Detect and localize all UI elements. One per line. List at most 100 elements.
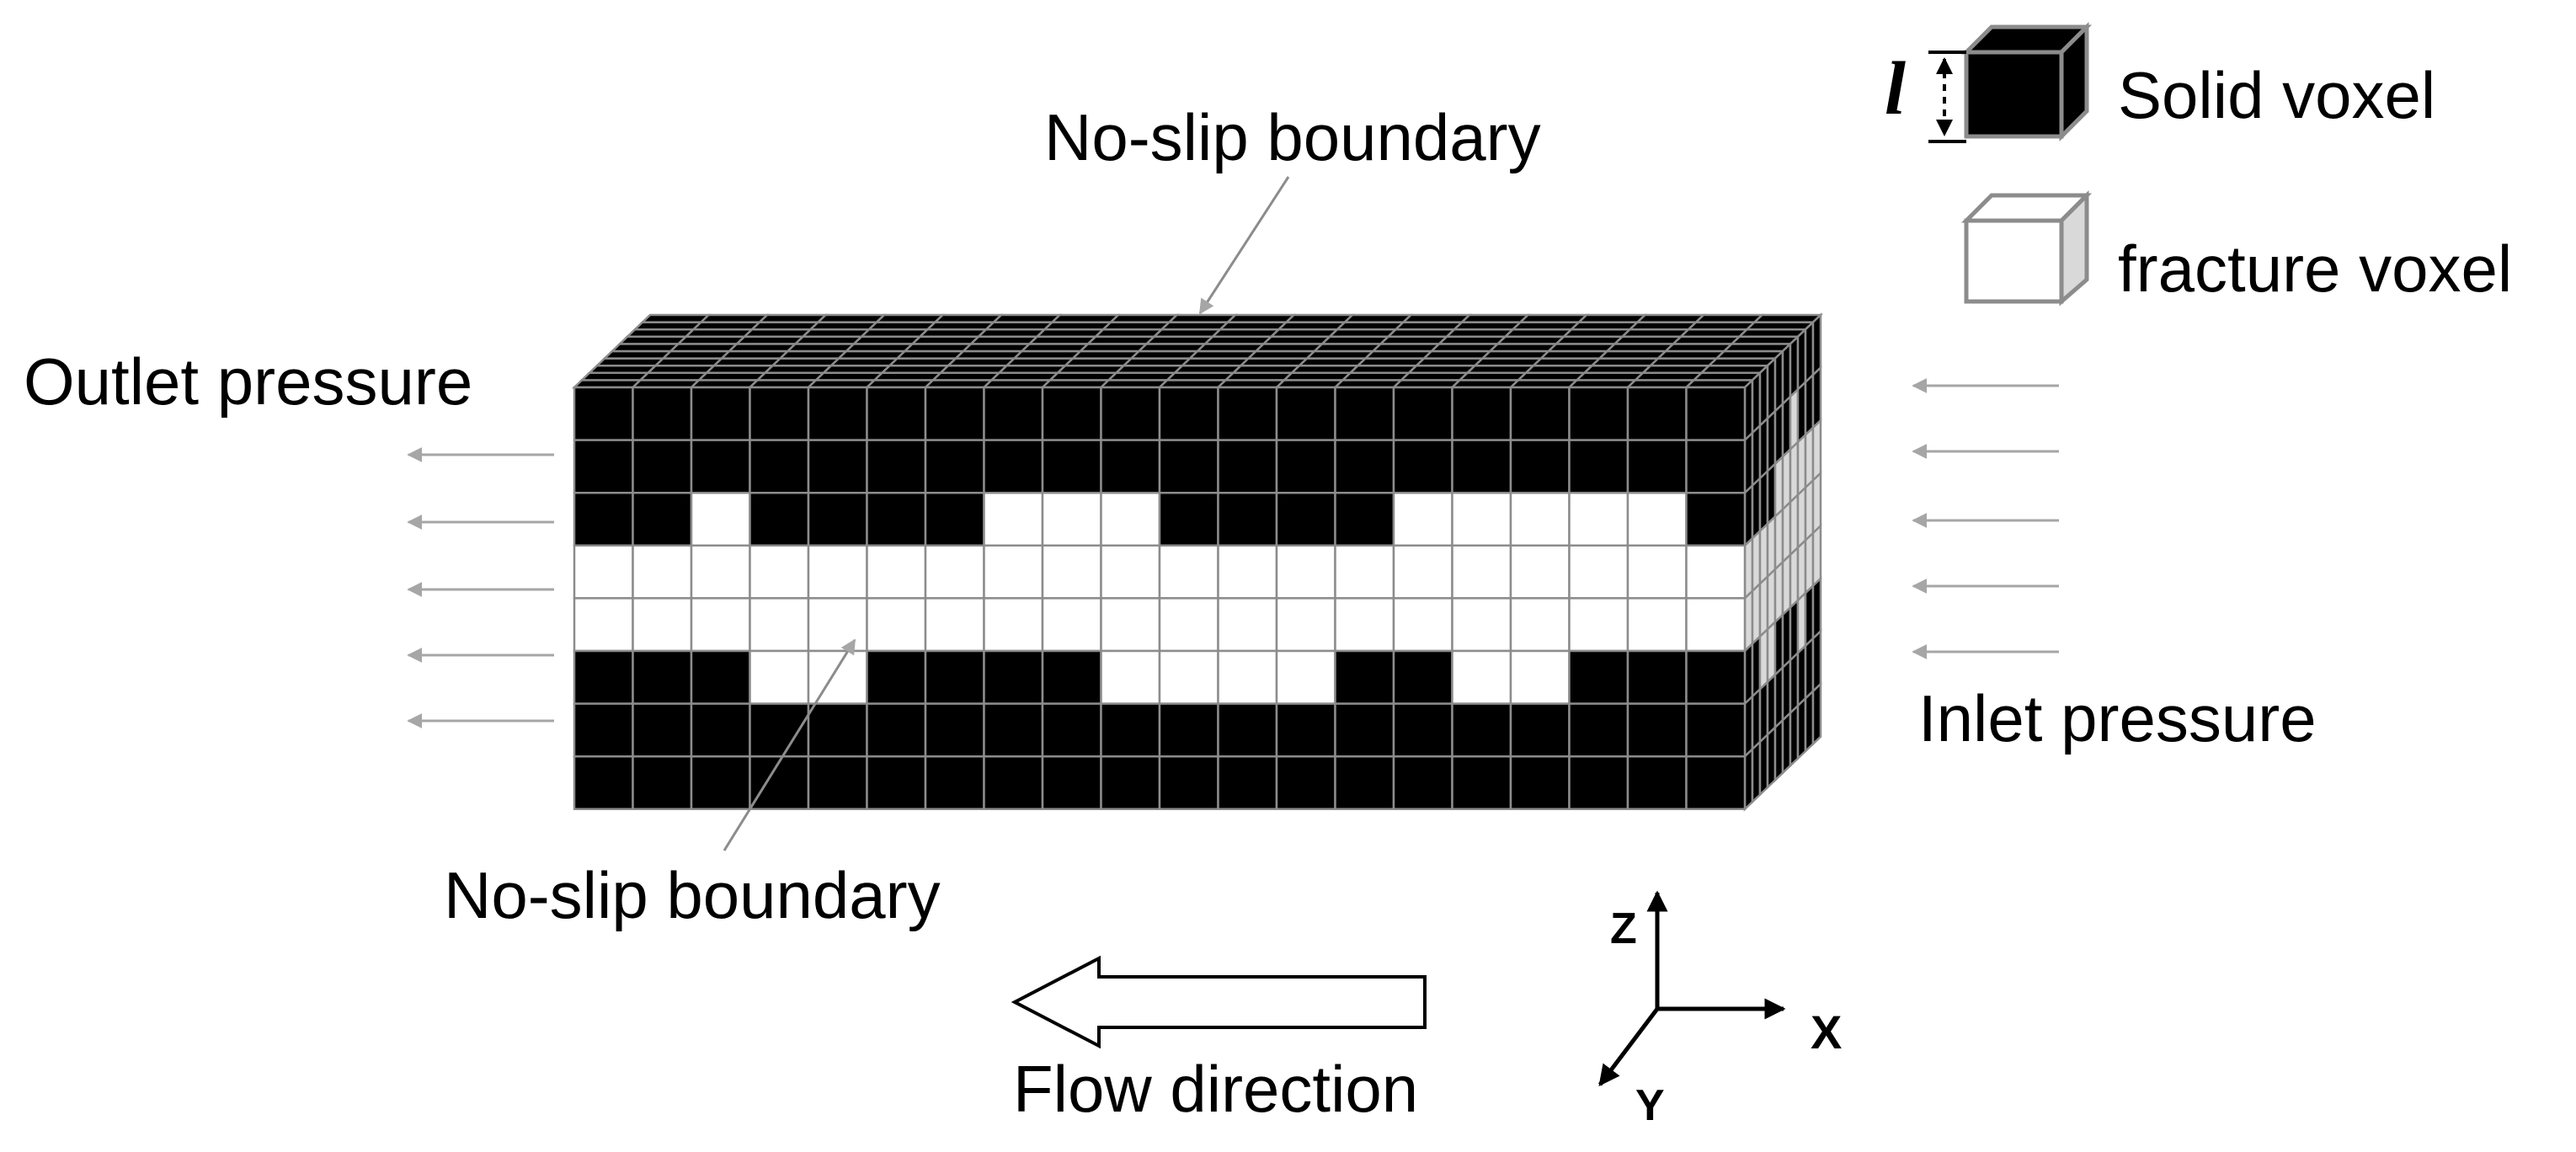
top-voxel: [1304, 349, 1376, 360]
fracture-boundary-leader: [723, 638, 856, 851]
top-voxel: [1347, 364, 1420, 375]
top-voxel: [1510, 321, 1582, 331]
solid-voxel: [749, 491, 810, 547]
legend-solid-voxel-icon: [1960, 21, 2093, 142]
front-face-grid: [573, 386, 1747, 811]
top-voxel: [1077, 343, 1149, 353]
side-fracture-voxel: [1758, 573, 1769, 639]
top-voxel: [1744, 321, 1816, 331]
top-voxel: [1624, 379, 1697, 389]
top-voxel: [1311, 343, 1384, 353]
solid-voxel: [1392, 755, 1453, 811]
solid-voxel: [807, 386, 868, 441]
top-voxel: [1121, 357, 1193, 367]
top-voxel: [1370, 343, 1443, 353]
side-fracture-voxel: [1789, 492, 1800, 557]
fracture-voxel: [1275, 544, 1336, 600]
side-fracture-voxel: [1804, 477, 1815, 543]
solid-voxel: [573, 491, 634, 547]
fracture-voxel: [1392, 597, 1453, 653]
solid-voxel: [632, 439, 693, 494]
top-voxel: [1619, 328, 1692, 339]
solid-voxel: [1626, 439, 1688, 494]
fracture-voxel: [749, 544, 810, 600]
top-voxel: [1706, 357, 1779, 367]
top-voxel: [777, 349, 850, 360]
top-voxel: [1261, 335, 1333, 345]
fracture-voxel: [1451, 544, 1512, 600]
fracture-voxel: [866, 544, 927, 600]
axis-y-label: Y: [1635, 1081, 1665, 1130]
top-voxel: [894, 349, 967, 360]
top-voxel: [828, 357, 900, 367]
fracture-voxel: [1685, 544, 1747, 600]
top-voxel: [1034, 328, 1107, 339]
solid-voxel: [1100, 439, 1161, 494]
top-voxel: [937, 364, 1010, 375]
fracture-voxel: [1100, 544, 1161, 600]
solid-voxel: [1685, 649, 1747, 705]
solid-voxel: [1158, 702, 1219, 758]
top-voxel: [1640, 364, 1712, 375]
side-solid-voxel: [1766, 672, 1777, 738]
top-voxel: [1428, 343, 1501, 353]
side-fracture-voxel: [1773, 559, 1784, 625]
top-voxel: [917, 328, 989, 339]
fracture-voxel: [1568, 491, 1629, 547]
top-voxel: [609, 343, 681, 353]
fracture-voxel: [983, 597, 1044, 653]
solid-voxel: [1158, 755, 1219, 811]
solid-voxel: [632, 702, 693, 758]
top-voxel: [637, 371, 710, 381]
top-voxel: [660, 349, 733, 360]
top-face-grid: [571, 313, 1824, 389]
solid-voxel: [1568, 386, 1629, 441]
side-solid-voxel: [1796, 379, 1807, 445]
solid-voxel: [1334, 491, 1395, 547]
solid-voxel: [1041, 439, 1102, 494]
side-solid-voxel: [1758, 679, 1769, 744]
top-voxel: [1355, 357, 1427, 367]
top-voxel: [632, 321, 704, 331]
fracture-voxel: [1685, 597, 1747, 653]
top-voxel: [645, 364, 717, 375]
side-solid-voxel: [1743, 641, 1754, 707]
top-voxel: [1027, 335, 1099, 345]
side-fracture-voxel: [1804, 531, 1815, 596]
fracture-voxel: [1568, 597, 1629, 653]
side-solid-voxel: [1773, 664, 1784, 730]
top-voxel: [601, 349, 674, 360]
top-voxel: [1156, 379, 1229, 389]
fracture-voxel: [807, 649, 868, 705]
top-voxel: [639, 313, 712, 323]
solid-voxel: [1685, 755, 1747, 811]
solid-voxel: [1100, 702, 1161, 758]
top-voxel: [1721, 343, 1794, 353]
top-voxel: [1166, 313, 1239, 323]
solid-voxel: [1451, 755, 1512, 811]
top-voxel: [741, 328, 813, 339]
solid-voxel: [1334, 386, 1395, 441]
top-voxel: [1136, 343, 1208, 353]
solid-voxel: [924, 491, 985, 547]
top-voxel: [733, 335, 806, 345]
top-voxel: [864, 379, 936, 389]
solid-voxel: [1275, 439, 1336, 494]
side-solid-voxel: [1751, 739, 1762, 805]
solid-voxel: [866, 755, 927, 811]
top-voxel: [1281, 371, 1353, 381]
solid-voxel: [573, 702, 634, 758]
top-voxel: [755, 371, 827, 381]
side-fracture-voxel: [1781, 446, 1792, 512]
top-voxel: [1042, 321, 1114, 331]
side-solid-voxel: [1811, 628, 1822, 694]
top-voxel: [1538, 349, 1610, 360]
top-voxel: [653, 357, 725, 367]
legend: l Solid voxel fracture voxel: [1885, 21, 2512, 307]
solid-voxel: [1334, 755, 1395, 811]
side-solid-voxel: [1804, 636, 1815, 701]
top-voxel: [1224, 313, 1297, 323]
top-voxel: [1589, 357, 1661, 367]
top-voxel: [1144, 335, 1216, 345]
top-voxel: [1049, 313, 1122, 323]
